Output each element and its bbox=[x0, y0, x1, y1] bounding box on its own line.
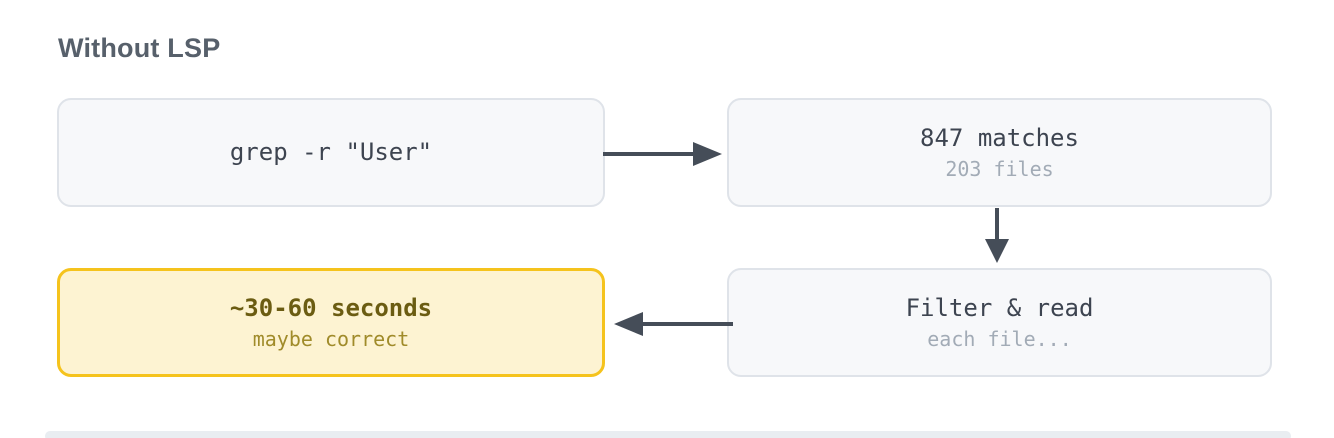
arrow-down-icon bbox=[981, 208, 1013, 270]
node-match-count: 847 matches 203 files bbox=[727, 98, 1272, 207]
node-filter-read: Filter & read each file... bbox=[727, 268, 1272, 377]
node-grep-command-label: grep -r "User" bbox=[229, 138, 433, 167]
node-match-count-label: 847 matches bbox=[920, 123, 1079, 152]
diagram-title: Without LSP bbox=[58, 33, 221, 63]
arrow-right-icon bbox=[601, 137, 725, 176]
node-time-result: ~30-60 seconds maybe correct bbox=[57, 268, 605, 377]
node-time-result-label: ~30-60 seconds bbox=[229, 293, 433, 322]
node-grep-command: grep -r "User" bbox=[57, 98, 605, 207]
node-time-result-sublabel: maybe correct bbox=[252, 327, 410, 352]
arrow-left-icon bbox=[611, 307, 735, 346]
node-match-count-sublabel: 203 files bbox=[945, 157, 1054, 182]
section-divider bbox=[45, 431, 1291, 438]
node-filter-read-label: Filter & read bbox=[905, 293, 1094, 322]
node-filter-read-sublabel: each file... bbox=[927, 327, 1072, 352]
